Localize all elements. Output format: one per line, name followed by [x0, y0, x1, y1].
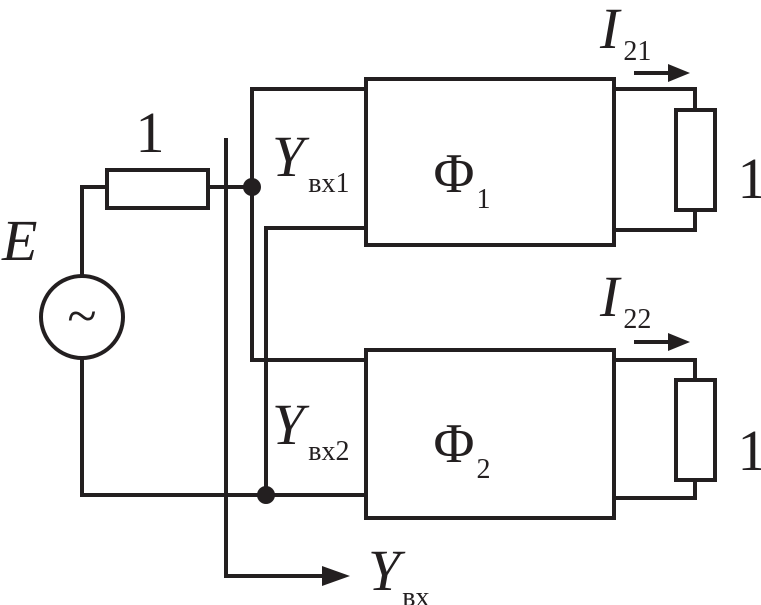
upper-node [243, 178, 261, 196]
filter-1-box [364, 77, 616, 247]
voltage-source: ~ [39, 274, 125, 360]
filter-1: Φ1 [364, 77, 616, 247]
load-2-resistor [674, 378, 717, 482]
lower-node [257, 486, 275, 504]
upper-node-wires [250, 87, 368, 362]
load-1-value: 1 [738, 146, 761, 211]
load-1-resistor [674, 108, 717, 212]
filter-2-label: Φ2 [434, 413, 491, 485]
current-2-arrow-icon [668, 333, 690, 351]
filter-1-output-wires [612, 87, 697, 232]
filter-2-box [364, 348, 616, 520]
filter-1-label: Φ1 [434, 143, 491, 215]
source-label: E [1, 208, 37, 273]
filter-2-output-wires [612, 358, 697, 500]
source-resistor [105, 168, 210, 210]
source-symbol: ~ [67, 286, 96, 346]
load-2-value: 1 [738, 418, 761, 483]
current-1-arrow-icon [668, 64, 690, 82]
total-admittance-label: Yвх [368, 538, 430, 605]
source-resistor-value: 1 [136, 100, 165, 165]
total-admittance-arrow-icon [322, 566, 350, 586]
filter-2: Φ2 [364, 348, 616, 520]
total-admittance-line [224, 138, 336, 581]
lower-node-wires [264, 226, 368, 497]
